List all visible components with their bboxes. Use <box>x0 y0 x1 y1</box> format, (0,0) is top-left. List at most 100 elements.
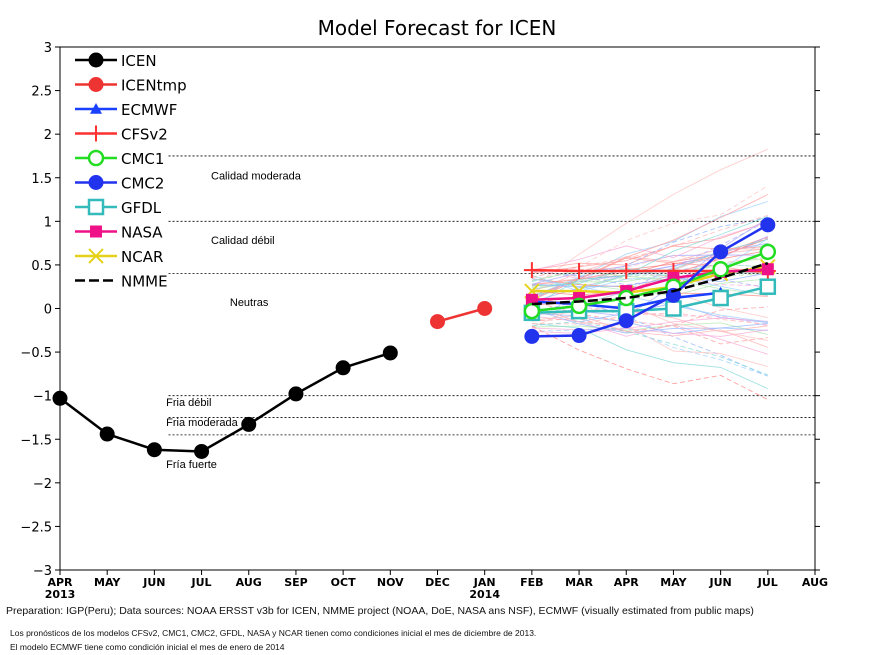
legend-item-ncar: NCAR <box>75 248 163 266</box>
point-marker <box>241 416 257 432</box>
x-tick-label: JUL <box>191 576 212 589</box>
point-marker <box>88 125 104 142</box>
legend-item-icen: ICEN <box>75 52 157 70</box>
legend-label: NASA <box>121 224 163 242</box>
series-cmc2 <box>524 217 776 344</box>
ensemble-line <box>531 237 768 305</box>
series-icen <box>52 345 398 459</box>
legend-label: NMME <box>121 273 168 291</box>
point-marker <box>52 390 68 406</box>
x-tick-label: JUN <box>142 576 165 589</box>
point-marker <box>99 426 115 442</box>
series-group <box>52 217 777 459</box>
y-tick-label: −3 <box>33 564 52 579</box>
series-icentmp <box>430 301 493 330</box>
ensemble-line <box>531 221 768 271</box>
legend-item-nmme: NMME <box>75 273 168 291</box>
point-marker <box>335 360 351 376</box>
point-marker <box>665 287 681 303</box>
series-line <box>531 223 769 338</box>
point-marker <box>618 263 635 280</box>
point-marker <box>571 328 587 344</box>
y-tick-label: −2 <box>33 477 52 492</box>
legend-label: ICEN <box>121 52 157 70</box>
ensemble-line <box>531 257 768 290</box>
y-tick-label: 1 <box>44 215 52 230</box>
y-tick-label: 2.5 <box>31 85 52 100</box>
ensemble-line <box>531 327 768 377</box>
point-marker <box>523 302 541 320</box>
legend-item-cmc2: CMC2 <box>75 175 164 193</box>
ensemble-line <box>531 325 769 401</box>
caption-ecmwf-note: El modelo ECMWF tiene como condición ini… <box>10 642 285 652</box>
x-year-label: 2014 <box>469 588 500 600</box>
legend-item-icentmp: ICENtmp <box>75 77 187 95</box>
x-tick-label: APR <box>614 576 640 589</box>
y-tick-label: −1.5 <box>20 433 52 448</box>
point-marker <box>571 263 588 280</box>
point-marker <box>87 198 105 216</box>
caption-sources: Preparation: IGP(Peru); Data sources: NO… <box>6 605 754 617</box>
point-marker <box>430 314 445 330</box>
point-marker <box>712 261 729 278</box>
zone-label: Calidad débil <box>211 235 275 247</box>
zone-label: Fría fuerte <box>166 459 217 471</box>
x-tick-label: AUG <box>802 576 828 589</box>
point-marker <box>761 263 774 276</box>
point-marker <box>759 278 777 295</box>
legend-label: CMC1 <box>121 150 164 168</box>
ensemble-line <box>531 272 768 288</box>
y-tick-label: 1.5 <box>31 172 52 187</box>
x-tick-label: APR <box>47 576 73 589</box>
legend-label: GFDL <box>121 199 162 217</box>
zone-label: Fria moderada <box>166 417 238 429</box>
point-marker <box>477 301 493 316</box>
legend-label: ECMWF <box>121 101 177 119</box>
point-marker <box>88 248 104 264</box>
point-marker <box>618 313 634 329</box>
point-marker <box>90 225 102 238</box>
ensemble-line <box>531 216 768 300</box>
x-tick-label: FEB <box>520 576 543 589</box>
legend-label: CFSv2 <box>121 126 168 144</box>
ensemble-line <box>531 270 768 296</box>
x-tick-label: AUG <box>236 576 262 589</box>
legend-item-gfdl: GFDL <box>75 198 162 217</box>
ensemble-line <box>531 221 768 271</box>
x-tick-label: MAY <box>94 576 121 589</box>
y-tick-label: 3 <box>44 41 52 56</box>
zone-label: Calidad moderada <box>211 170 302 182</box>
ensemble-line <box>531 268 768 287</box>
x-tick-label: OCT <box>331 576 356 589</box>
x-tick-label: NOV <box>377 576 404 589</box>
y-tick-label: −0.5 <box>20 346 52 361</box>
x-tick-label: DEC <box>425 576 450 589</box>
legend-label: ICENtmp <box>121 77 187 95</box>
point-marker <box>90 103 102 114</box>
point-marker <box>88 175 104 190</box>
point-marker <box>712 289 729 307</box>
point-marker <box>523 262 540 279</box>
caption-initial-conditions: Los pronósticos de los modelos CFSv2, CM… <box>10 628 537 638</box>
ensemble-line <box>531 215 768 307</box>
y-tick-label: −1 <box>33 390 52 405</box>
ensemble-line <box>531 214 768 279</box>
ensemble-line <box>531 185 769 278</box>
zone-label: Neutras <box>230 297 269 309</box>
point-marker <box>665 300 682 317</box>
plot-frame <box>59 46 816 571</box>
legend-item-cfsv2: CFSv2 <box>75 125 168 144</box>
series-line <box>59 351 391 453</box>
x-tick-label: JAN <box>473 576 496 589</box>
point-marker <box>524 328 540 344</box>
point-marker <box>760 217 776 233</box>
point-marker <box>146 442 162 458</box>
series-line <box>531 262 769 306</box>
chart-title: Model Forecast for ICEN <box>318 16 557 40</box>
point-marker <box>88 77 104 92</box>
ensemble-line <box>531 220 769 316</box>
point-marker <box>87 149 105 167</box>
